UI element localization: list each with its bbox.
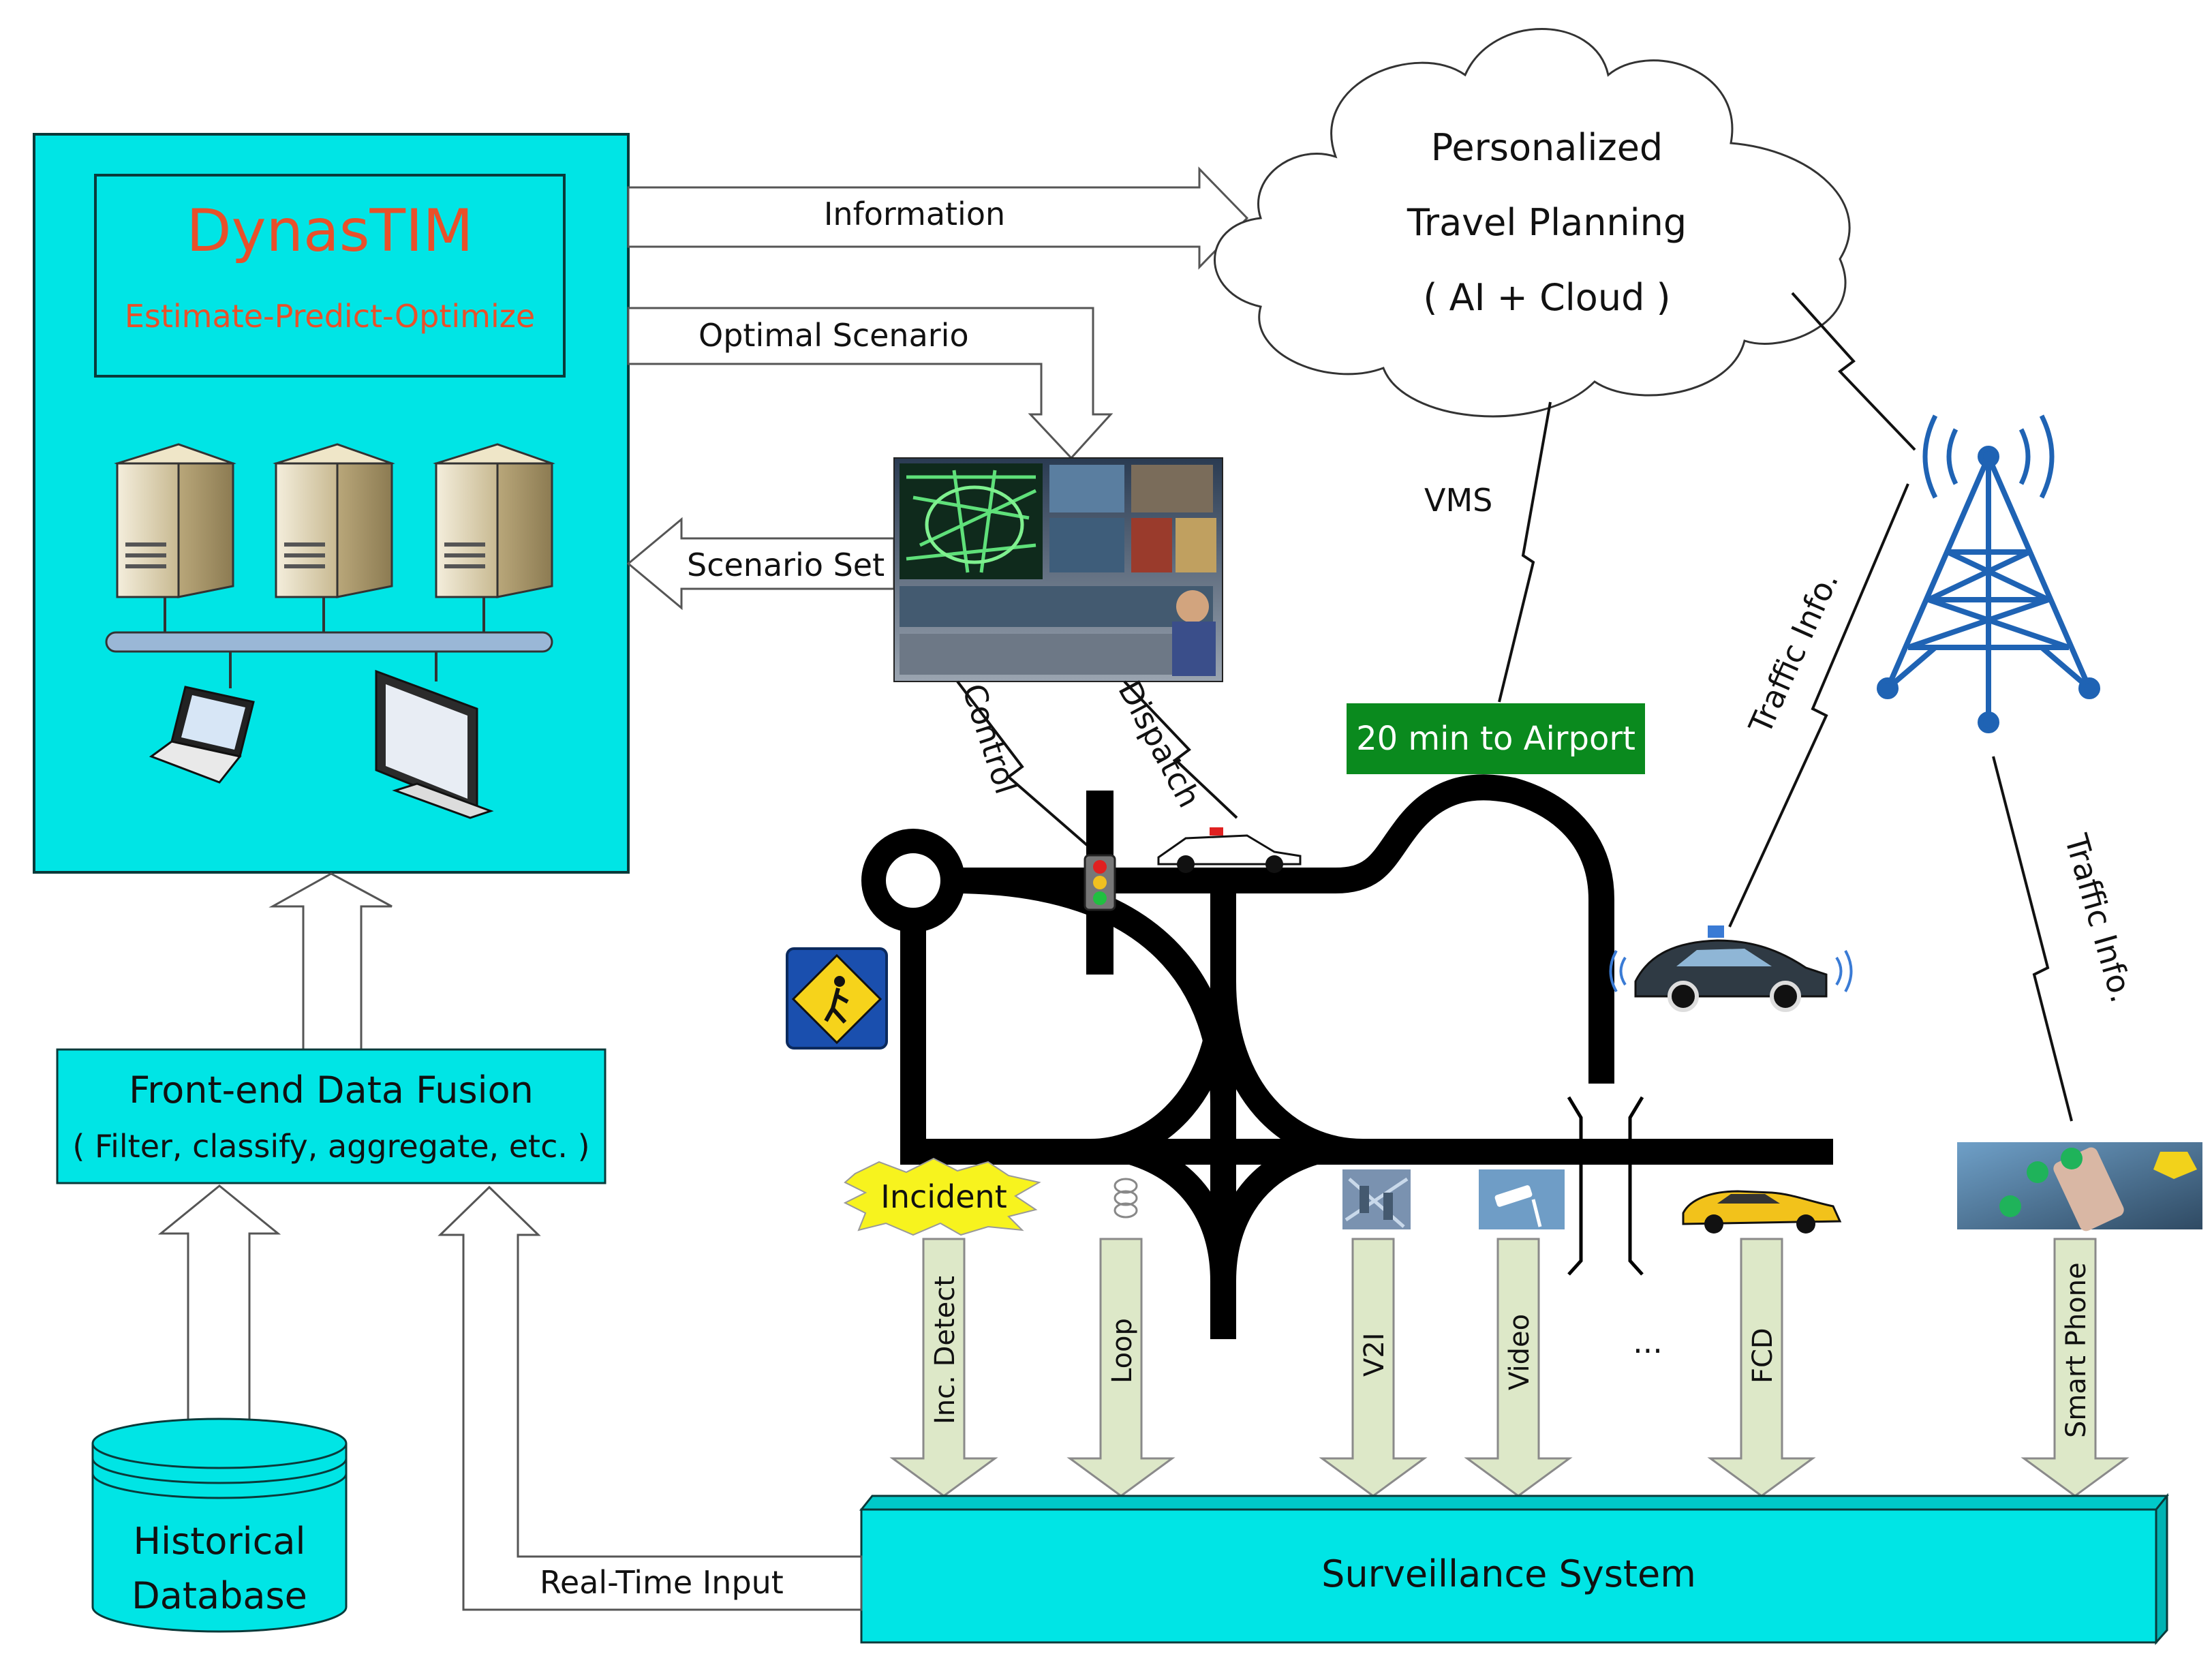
monitor-icon — [375, 669, 494, 819]
scenario-set-label: Scenario Set — [687, 547, 885, 583]
arrow-video — [1464, 1238, 1573, 1497]
sensor-label-loop: Loop — [1107, 1318, 1138, 1383]
sensor-label-smart-phone: Smart Phone — [2061, 1262, 2092, 1438]
vms-sign-text: 20 min to Airport — [1356, 720, 1635, 758]
arrow-smart-phone — [2021, 1238, 2130, 1497]
optimal-scenario-arrow: Optimal Scenario — [627, 307, 1113, 460]
dynastim-subtitle: Estimate-Predict-Optimize — [125, 298, 535, 335]
laptop-icon — [149, 686, 255, 784]
surveillance-system-box: Surveillance System — [859, 1492, 2170, 1645]
surveillance-label: Surveillance System — [1321, 1552, 1696, 1595]
dynastim-title-box — [94, 174, 566, 378]
control-room-photo — [893, 457, 1223, 682]
data-fusion-box: Front-end Data Fusion ( Filter, classify… — [56, 1048, 606, 1184]
database-line-1: Historical — [134, 1520, 306, 1563]
pedestrian-sign-icon — [786, 947, 888, 1050]
information-arrow: Information — [627, 166, 1249, 270]
sensor-label-ellipsis: ... — [1633, 1323, 1663, 1360]
sensor-arrows — [889, 1238, 2130, 1497]
arrow-v2i — [1319, 1238, 1428, 1497]
connected-car-icon — [1609, 925, 1853, 1012]
sensor-label-fcd: FCD — [1747, 1328, 1779, 1383]
server-icon — [273, 443, 395, 598]
real-time-input-arrow: Real-Time Input — [437, 1185, 863, 1611]
server-icon — [114, 443, 236, 598]
dispatch-label: Dispatch — [1111, 675, 1208, 814]
police-car-icon — [1157, 827, 1302, 873]
arrow-fcd — [1707, 1238, 1816, 1497]
dynastim-title: DynasTIM — [186, 197, 473, 265]
video-camera-icon — [1479, 1169, 1565, 1229]
network-bus — [105, 631, 553, 653]
database-to-fusion-arrow — [157, 1184, 281, 1426]
sensor-label-v2i: V2I — [1359, 1332, 1390, 1377]
incident-badge: Incident — [843, 1157, 1041, 1236]
smart-phone-photo — [1957, 1142, 2202, 1231]
fusion-to-dynastim-arrow — [268, 872, 393, 1051]
arrow-loop — [1066, 1238, 1176, 1497]
cloud-line-1: Personalized — [1431, 126, 1663, 169]
loop-detector-icon — [1113, 1178, 1138, 1219]
fusion-subtitle: ( Filter, classify, aggregate, etc. ) — [72, 1128, 589, 1165]
scenario-set-arrow: Scenario Set — [626, 517, 895, 611]
vms-label: VMS — [1424, 482, 1492, 519]
sensor-label-inc-detect: Inc. Detect — [930, 1276, 961, 1424]
arrow-inc-detect — [889, 1238, 998, 1497]
cell-tower-icon — [1877, 414, 2100, 733]
control-label: Control — [955, 679, 1026, 799]
traffic-info-upper-label: Traffic Info. — [1741, 566, 1845, 740]
server-icon — [433, 443, 555, 598]
dynastim-block: DynasTIM Estimate-Predict-Optimize — [33, 133, 630, 874]
information-label: Information — [824, 196, 1005, 232]
sensor-label-video: Video — [1504, 1314, 1535, 1390]
taxi-icon — [1682, 1190, 1842, 1234]
traffic-light-icon — [1084, 791, 1116, 975]
cloud-line-3: ( AI + Cloud ) — [1423, 276, 1670, 319]
traffic-info-lower-label: Traffic Info. — [2057, 829, 2140, 1007]
historical-database-cylinder: Historical Database — [91, 1418, 348, 1633]
real-time-input-label: Real-Time Input — [540, 1564, 784, 1601]
vms-sign: 20 min to Airport — [1347, 703, 1645, 774]
optimal-scenario-label: Optimal Scenario — [698, 317, 969, 354]
fusion-title: Front-end Data Fusion — [129, 1069, 534, 1112]
database-line-2: Database — [132, 1574, 307, 1617]
wireless-links — [956, 292, 2073, 1122]
incident-label: Incident — [880, 1178, 1007, 1215]
road-network — [861, 774, 1833, 1339]
cloud-shape: Personalized Travel Planning ( AI + Clou… — [1214, 28, 1851, 418]
cloud-line-2: Travel Planning — [1407, 201, 1687, 244]
bridge-marker — [1567, 1096, 1644, 1276]
v2i-icon — [1342, 1169, 1411, 1229]
